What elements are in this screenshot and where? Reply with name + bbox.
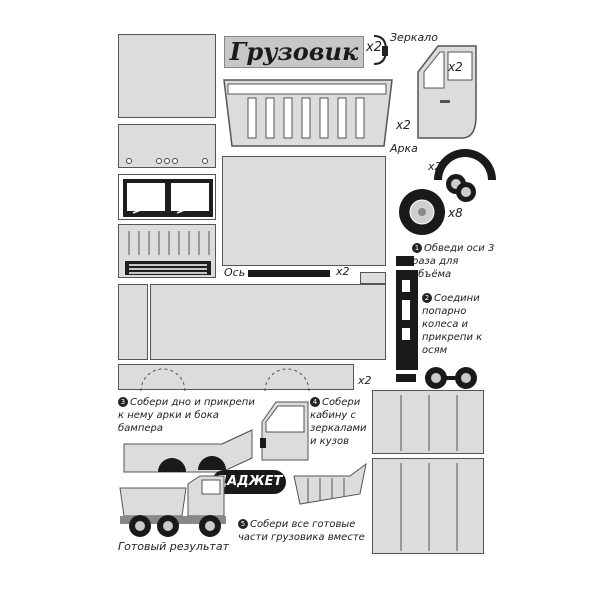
piece-dump-end-wall	[372, 390, 484, 454]
mirror-label: Зеркало	[390, 31, 438, 44]
arch-count: x2	[428, 160, 442, 173]
step-text: Собери все готовые части грузовика вмест…	[238, 519, 365, 543]
step-text: Собери кабину с зеркалами и кузов	[310, 397, 367, 447]
piece-grille	[118, 224, 216, 278]
step-text: Соедини попарно колеса и прикрепи к осям	[422, 293, 483, 356]
front-wall-ribs	[400, 463, 458, 551]
wheel-icon	[399, 189, 445, 235]
axle-piece	[248, 270, 330, 277]
piece-bottom-panel	[150, 284, 386, 360]
piece-bumper-strip	[360, 272, 386, 284]
step-number: 3	[118, 397, 128, 407]
piece-dump-floor	[222, 156, 386, 266]
piece-front-bumper	[396, 256, 418, 382]
page-title: Грузовик	[224, 36, 364, 68]
piece-dump-front-wall	[372, 458, 484, 554]
piece-cabin-side	[417, 45, 477, 139]
arch-label: Арка	[390, 142, 418, 155]
step-text: Собери дно и прикрепи к нему арки и бока…	[118, 397, 255, 434]
title-count: x2	[366, 40, 382, 55]
base-assembly-illustration	[123, 429, 253, 473]
piece-roof-panel	[118, 34, 216, 118]
piece-side-left	[118, 284, 148, 360]
wheel-pair-icon	[425, 367, 477, 389]
step-number: 1	[412, 243, 422, 253]
small-wheels-icon	[446, 174, 476, 202]
step-number: 2	[422, 293, 432, 303]
mirror-icon	[373, 35, 388, 65]
step-number: 5	[238, 519, 248, 529]
grille-icon	[125, 231, 211, 275]
cabin-side-count: x2	[448, 60, 463, 74]
piece-dump-body-side	[223, 79, 393, 147]
axle-label: Ось	[224, 266, 246, 279]
cabin-assembly-illustration	[260, 401, 309, 461]
end-wall-ribs	[400, 395, 458, 451]
piece-side-strip	[118, 364, 354, 392]
windshield-icon	[123, 179, 213, 217]
step-text: Обведи оси 3 раза для объёма	[412, 243, 495, 280]
piece-front-panel	[118, 124, 216, 168]
piece-windshield	[118, 174, 216, 220]
brand-logo: ДАДЖЕТ	[212, 470, 286, 494]
axle-count: x2	[336, 265, 350, 278]
piece-wheel-arch	[434, 149, 496, 180]
headlights-icon	[126, 158, 208, 164]
dump-body-assembly-illustration	[293, 462, 367, 505]
result-caption: Готовый результат	[118, 540, 229, 553]
dump-side-count: x2	[396, 118, 411, 132]
step-number: 4	[310, 397, 320, 407]
side-strip-count: x2	[358, 374, 372, 387]
finished-truck-illustration	[119, 475, 226, 537]
wheel-arch-guides	[140, 368, 310, 392]
wheel-count: x8	[448, 206, 463, 220]
